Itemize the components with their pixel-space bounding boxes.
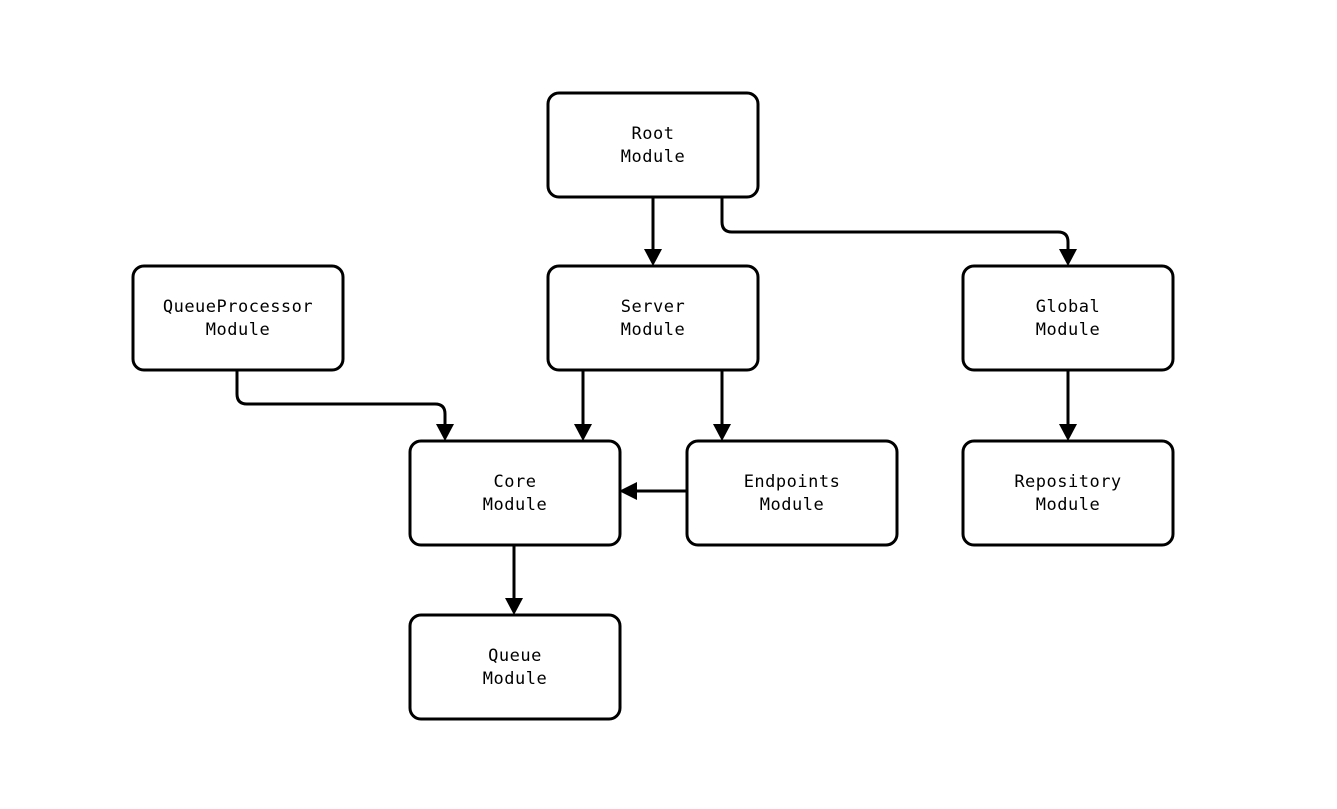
node-label-line2: Module xyxy=(1036,495,1100,515)
node-box[interactable] xyxy=(961,439,1175,547)
node-box[interactable] xyxy=(408,613,622,721)
node-box[interactable] xyxy=(408,439,622,547)
arrowhead-icon xyxy=(644,249,662,266)
arrowhead-icon xyxy=(436,424,454,441)
arrowhead-icon xyxy=(505,598,523,615)
node-label-line1: Global xyxy=(1036,297,1100,317)
edge-endpoints-to-core xyxy=(619,482,687,500)
edge-server-to-endpoints xyxy=(713,370,731,441)
node-label-line2: Module xyxy=(483,495,547,515)
node-box[interactable] xyxy=(546,91,760,199)
node-box[interactable] xyxy=(546,264,760,372)
node-label-line1: Repository xyxy=(1014,472,1121,492)
arrowhead-icon xyxy=(619,482,637,500)
arrowhead-icon xyxy=(574,424,592,441)
arrowhead-icon xyxy=(1059,424,1077,441)
edge-queueprocessor-to-core xyxy=(235,370,454,441)
edge-root-to-global xyxy=(720,197,1077,266)
node-label-line2: Module xyxy=(1036,320,1100,340)
edge-line xyxy=(720,197,1070,250)
node-label-line1: QueueProcessor xyxy=(163,297,313,317)
edge-core-to-queue xyxy=(505,545,523,615)
node-label-line2: Module xyxy=(621,320,685,340)
edge-global-to-repository xyxy=(1059,370,1077,441)
nodes-layer: RootModuleQueueProcessorModuleServerModu… xyxy=(131,91,1175,721)
node-label-line2: Module xyxy=(760,495,824,515)
arrowhead-icon xyxy=(713,424,731,441)
node-label-line1: Endpoints xyxy=(744,472,841,492)
node-label-line1: Root xyxy=(632,124,675,144)
edge-line xyxy=(235,370,447,425)
arrowhead-icon xyxy=(1059,249,1077,266)
node-label-line2: Module xyxy=(483,669,547,689)
edges-layer xyxy=(235,197,1077,615)
node-label-line1: Core xyxy=(494,472,537,492)
node-box[interactable] xyxy=(685,439,899,547)
node-box[interactable] xyxy=(131,264,345,372)
node-label-line1: Queue xyxy=(488,646,542,666)
edge-root-to-server xyxy=(644,197,662,266)
node-label-line1: Server xyxy=(621,297,685,317)
edge-server-to-core xyxy=(574,370,592,441)
node-box[interactable] xyxy=(961,264,1175,372)
node-label-line2: Module xyxy=(206,320,270,340)
node-label-line2: Module xyxy=(621,147,685,167)
